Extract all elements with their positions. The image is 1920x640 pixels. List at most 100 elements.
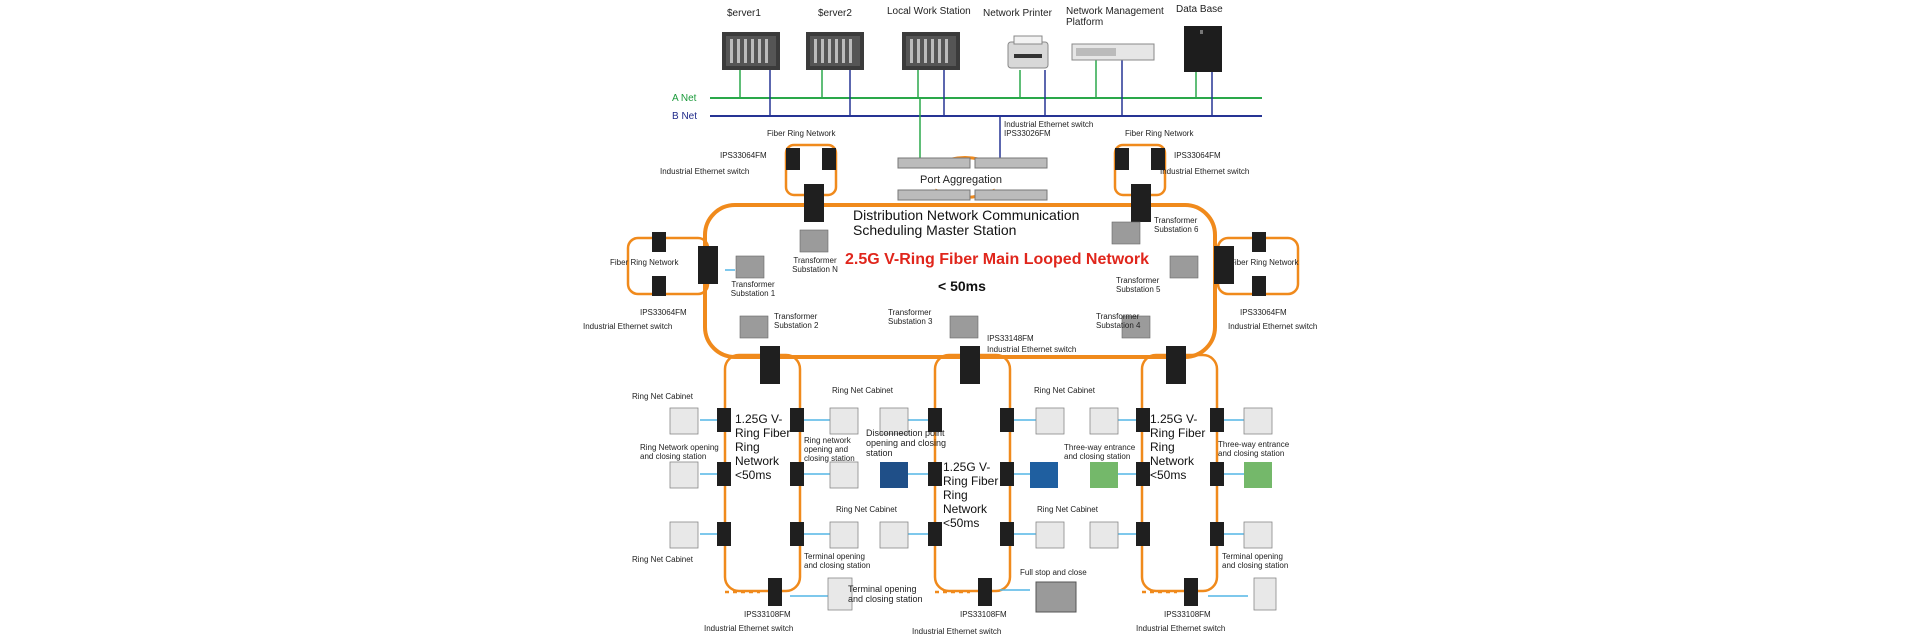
fiber-ring-label-tr: Fiber Ring Network <box>1125 129 1194 138</box>
core-switch-label: Industrial Ethernet switch IPS33026FM <box>1004 120 1094 138</box>
master-station-label: Distribution Network Communication Sched… <box>853 207 1080 238</box>
switch-icon <box>1000 462 1014 486</box>
switch-icon <box>786 148 800 170</box>
switch-icon <box>1131 184 1151 222</box>
switch-icon <box>768 578 782 606</box>
full-stop-label: Full stop and close <box>1020 568 1087 577</box>
switch-icon <box>717 522 731 546</box>
fiber-ring-label-l: Fiber Ring Network <box>610 258 679 267</box>
switch-icon <box>804 184 824 222</box>
printer-label: Network Printer <box>983 8 1052 19</box>
cabinet-label: Ring Net Cabinet <box>1037 505 1098 514</box>
cabinet-icon <box>1089 521 1119 549</box>
mid-switch-model: IPS33148FM <box>987 334 1034 343</box>
sub-ring-2-label: 1.25G V-Ring Fiber Ring Network <50ms <box>943 460 999 530</box>
cabinet-icon <box>1253 577 1277 611</box>
substation-icon <box>949 315 979 339</box>
three-way-cabinet-icon <box>1090 462 1118 488</box>
main-ring-title: 2.5G V-Ring Fiber Main Looped Network <box>845 251 1150 268</box>
switch-icon <box>698 246 718 284</box>
substation-4-label: Transformer Substation 4 <box>1096 312 1141 330</box>
database-label: Data Base <box>1176 4 1223 15</box>
server1-label: $erver1 <box>727 8 761 19</box>
switch-icon <box>1214 246 1234 284</box>
sub-ring-3-label: 1.25G V-Ring Fiber Ring Network <50ms <box>1150 412 1206 482</box>
switch-icon <box>928 408 942 432</box>
ips33064-tl: IPS33064FM <box>720 151 767 160</box>
server2-icon <box>806 32 864 70</box>
ips33064-tr: IPS33064FM <box>1174 151 1221 160</box>
cabinet-icon <box>1243 521 1273 549</box>
printer-icon <box>1007 35 1049 69</box>
ips33108-3: IPS33108FM <box>1164 610 1211 619</box>
substation-icons <box>735 221 1199 339</box>
switch-icon <box>1184 578 1198 606</box>
switch-icon <box>822 148 836 170</box>
substation-n-label: Transformer Substation N <box>792 256 838 274</box>
cabinet-label: Ring Net Cabinet <box>632 555 693 564</box>
disconnection-cabinet-icon <box>880 462 908 488</box>
three-way-label-2: Three-way entrance and closing station <box>1218 440 1290 458</box>
switch-icon <box>1136 408 1150 432</box>
disconnection-cabinet-icon <box>1030 462 1058 488</box>
substation-icon <box>735 255 765 279</box>
port-aggregation-label: Port Aggregation <box>920 174 1002 186</box>
switch-icon <box>1115 148 1129 170</box>
cabinet-icon <box>827 577 853 611</box>
cabinet-icon <box>1089 407 1119 435</box>
disconnection-label: Disconnection point opening and closing … <box>866 428 947 458</box>
switch-icon <box>1151 148 1165 170</box>
substation-2-label: Transformer Substation 2 <box>774 312 819 330</box>
ies-l: Industrial Ethernet switch <box>583 322 673 331</box>
cabinet-icon <box>829 521 859 549</box>
cabinet-icon <box>879 407 909 435</box>
switch-icon <box>928 522 942 546</box>
server2-label: $erver2 <box>818 8 852 19</box>
cabinet-label: Ring Net Cabinet <box>832 386 893 395</box>
switch-icon <box>978 578 992 606</box>
a-net-label: A Net <box>672 93 697 104</box>
cabinet-icons <box>669 407 1277 611</box>
core-switches <box>897 157 1048 201</box>
switch-icon <box>790 408 804 432</box>
substation-icon <box>1121 315 1151 339</box>
device-drops <box>739 60 1213 116</box>
cabinet-label: Ring Net Cabinet <box>632 392 693 401</box>
substation-1-label: Transformer Substation 1 <box>730 280 776 298</box>
fiber-ring-label-r: Fiber Ring Network <box>1230 258 1299 267</box>
switch-icon <box>1000 522 1014 546</box>
three-way-label: Three-way entrance and closing station <box>1064 443 1136 461</box>
ies-r: Industrial Ethernet switch <box>1228 322 1318 331</box>
ies-bottom-2: Industrial Ethernet switch <box>912 627 1002 636</box>
terminal-small-label: Terminal opening and closing station <box>804 552 871 570</box>
industrial-switches <box>652 148 1266 606</box>
switch-icon <box>1210 462 1224 486</box>
switch-icon <box>1252 232 1266 252</box>
ring-network-station-label: Ring Network opening and closing station <box>640 443 719 461</box>
substation-icon <box>739 315 769 339</box>
ips33108-2: IPS33108FM <box>960 610 1007 619</box>
substation-3-label: Transformer Substation 3 <box>888 308 933 326</box>
cabinet-icon <box>1035 521 1065 549</box>
core-switch-right-icon <box>974 157 1048 201</box>
switch-icon <box>1210 408 1224 432</box>
terminal-small-label-2: Terminal opening and closing station <box>1222 552 1289 570</box>
cabinet-icon <box>669 461 699 489</box>
cabinet-icon <box>1243 407 1273 435</box>
local-work-station-label: Local Work Station <box>887 6 971 17</box>
switch-icon <box>1136 522 1150 546</box>
three-way-cabinet-icon <box>1244 462 1272 488</box>
ies-tr: Industrial Ethernet switch <box>1160 167 1250 176</box>
switch-icon <box>652 232 666 252</box>
substation-icon <box>799 229 829 253</box>
cabinet-icon <box>669 407 699 435</box>
mid-switch-type: Industrial Ethernet switch <box>987 345 1077 354</box>
switch-icon <box>928 462 942 486</box>
cabinet-icon <box>829 407 859 435</box>
switch-icon <box>760 346 780 384</box>
substation-icon <box>1111 221 1141 245</box>
switch-icon <box>960 346 980 384</box>
switch-icon <box>790 462 804 486</box>
